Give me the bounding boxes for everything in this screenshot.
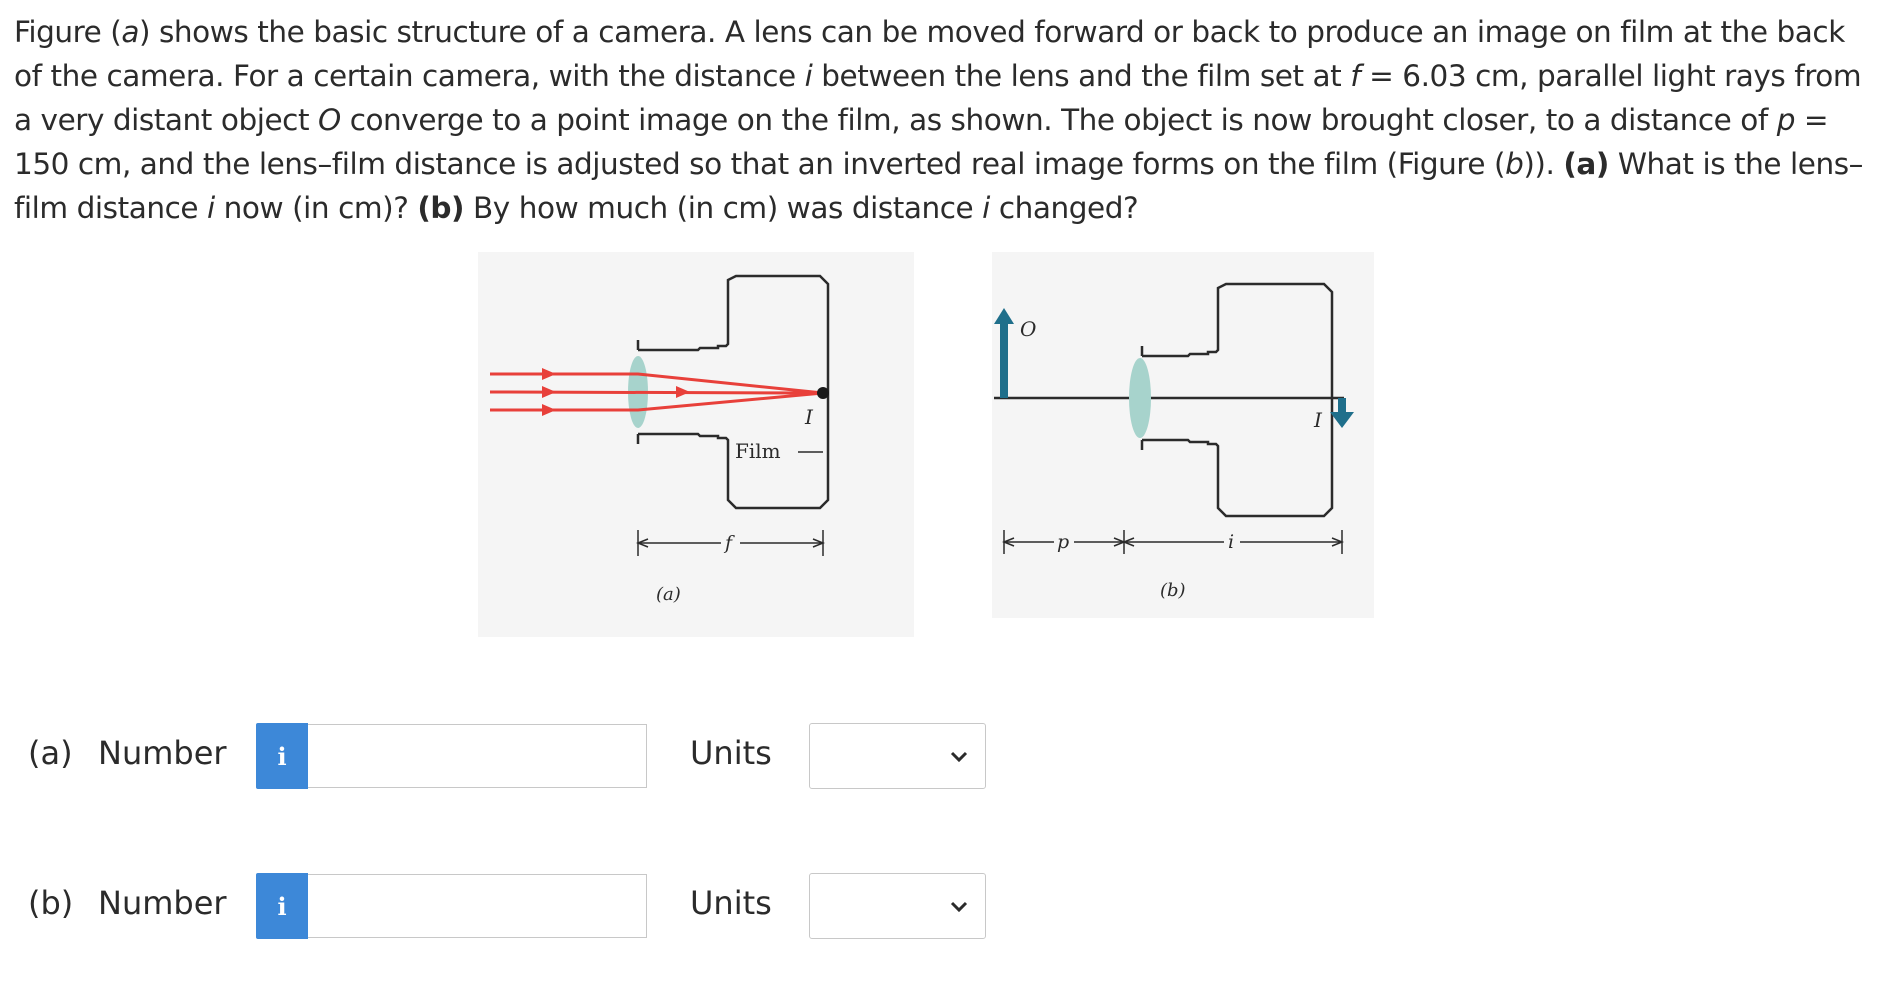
image-point xyxy=(817,387,829,399)
image-arrow xyxy=(1330,398,1354,428)
image-label: I xyxy=(1313,408,1323,432)
part-b-units-select[interactable] xyxy=(809,873,986,939)
object-arrow xyxy=(994,308,1014,398)
question-text: Figure (a) shows the basic structure of … xyxy=(14,15,1863,225)
image-label: I xyxy=(804,405,814,429)
part-b-number-input[interactable] xyxy=(308,874,647,938)
dim-p-label: p xyxy=(1057,531,1069,553)
figure-b-camera-near-object: O I p i (b) xyxy=(992,252,1374,618)
camera-body xyxy=(1142,282,1334,518)
dimension-p-i xyxy=(1001,530,1345,554)
chevron-down-icon xyxy=(950,751,968,763)
part-a-number-label: Number xyxy=(98,734,227,772)
part-b-info-icon[interactable]: i xyxy=(256,873,308,939)
figure-b-caption: (b) xyxy=(1160,580,1186,601)
part-b-label: (b) xyxy=(28,884,74,922)
part-a-number-input[interactable] xyxy=(308,724,647,788)
part-a-label: (a) xyxy=(28,734,73,772)
figure-a-caption: (a) xyxy=(656,584,681,605)
dim-f-label: f xyxy=(723,532,735,554)
dimension-f xyxy=(635,530,826,556)
dim-i-label: i xyxy=(1228,531,1234,553)
film-label: Film xyxy=(735,439,781,463)
part-a-info-icon[interactable]: i xyxy=(256,723,308,789)
object-label: O xyxy=(1020,317,1036,341)
part-b-units-label: Units xyxy=(690,884,772,922)
part-b-number-label: Number xyxy=(98,884,227,922)
figure-a-camera-distant-object: I Film f (a) xyxy=(478,252,914,637)
lens xyxy=(1129,358,1151,438)
chevron-down-icon xyxy=(950,901,968,913)
part-a-units-label: Units xyxy=(690,734,772,772)
part-a-units-select[interactable] xyxy=(809,723,986,789)
